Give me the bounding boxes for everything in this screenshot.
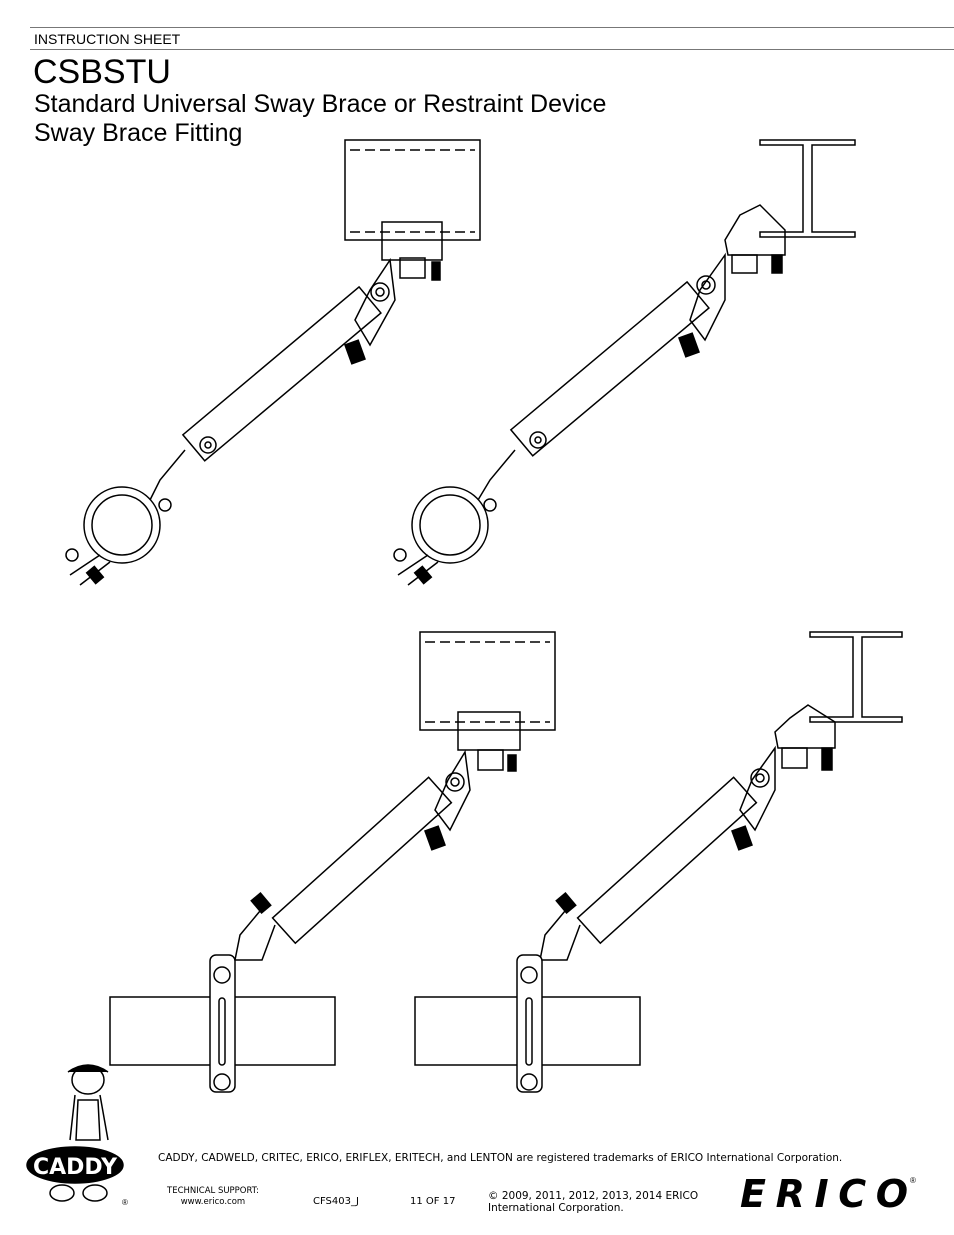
copyright: © 2009, 2011, 2012, 2013, 2014 ERICO Int… [488, 1190, 698, 1214]
pipe-clamp [411, 486, 489, 564]
drawing-beam-to-flat-bar [109, 631, 556, 1093]
svg-text:®: ® [910, 1176, 916, 1185]
page-title: CSBSTU [33, 53, 171, 91]
strap [209, 954, 236, 1093]
brace-tube [181, 285, 382, 462]
pipe-clamp [83, 486, 161, 564]
tech-support-url[interactable]: www.erico.com [180, 1197, 246, 1207]
subtitle-line2: Sway Brace Fitting [34, 119, 243, 147]
beam-clamp [774, 704, 836, 749]
erico-logo: ERICO ® [740, 1172, 916, 1216]
i-beam [759, 139, 856, 238]
copyright-line1: © 2009, 2011, 2012, 2013, 2014 ERICO [488, 1190, 699, 1202]
brace-tube [576, 776, 758, 945]
brace-tube [271, 776, 453, 945]
sheet-label: INSTRUCTION SHEET [34, 31, 181, 47]
beam-clamp [724, 204, 786, 256]
brace-tube [509, 280, 710, 457]
tech-support-label: TECHNICAL SUPPORT: [167, 1186, 259, 1196]
beam [344, 139, 481, 241]
subtitle-line1: Standard Universal Sway Brace or Restrai… [34, 90, 607, 118]
header-rule [30, 49, 954, 50]
fitting [457, 711, 521, 751]
copyright-line2: International Corporation. [488, 1202, 624, 1214]
fitting [381, 221, 443, 261]
svg-text:CADDY: CADDY [33, 1155, 118, 1180]
svg-text:®: ® [122, 1198, 128, 1207]
document-code: CFS403_J [313, 1196, 359, 1207]
strap [516, 954, 543, 1093]
svg-text:ERICO: ERICO [740, 1172, 908, 1216]
caddy-logo: CADDY ® [26, 1064, 128, 1207]
tech-support: TECHNICAL SUPPORT: www.erico.com [167, 1186, 259, 1208]
i-beam [809, 631, 903, 723]
page-number: 11 OF 17 [410, 1196, 456, 1207]
beam [419, 631, 556, 731]
top-rule [30, 27, 954, 28]
drawing-ibeam-to-flat-bar [414, 631, 903, 1093]
drawing-beam-to-pipe-clamp [65, 139, 481, 586]
drawing-ibeam-to-pipe-clamp [393, 139, 856, 586]
trademark-notice: CADDY, CADWELD, CRITEC, ERICO, ERIFLEX, … [158, 1152, 843, 1164]
